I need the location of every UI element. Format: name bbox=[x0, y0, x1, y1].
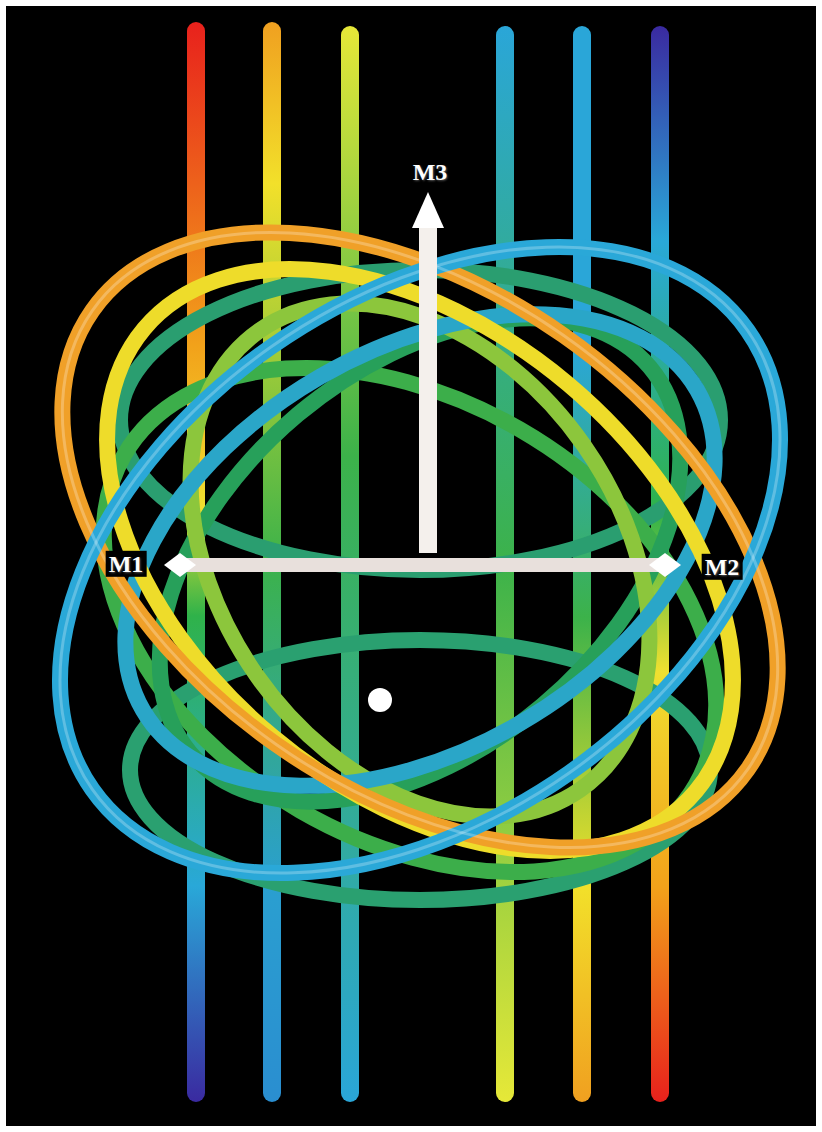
axis-label: M2 bbox=[702, 554, 743, 580]
tube-highlight bbox=[0, 118, 822, 1003]
axis-diamond bbox=[649, 553, 681, 577]
elliptic-tube bbox=[96, 216, 745, 904]
elliptic-tube bbox=[0, 118, 822, 1003]
center-marker bbox=[368, 688, 392, 712]
axis-shaft bbox=[419, 225, 437, 553]
tube-highlight bbox=[0, 106, 822, 974]
elliptic-tubes bbox=[0, 106, 822, 1003]
axes bbox=[164, 192, 681, 712]
axis-diamond bbox=[164, 553, 196, 577]
background-panel bbox=[6, 6, 816, 1126]
axis-label: M1 bbox=[106, 551, 147, 577]
tube-highlights bbox=[0, 106, 822, 1003]
axis-bar bbox=[180, 558, 665, 572]
arrow-head bbox=[412, 192, 444, 228]
axis-label: M3 bbox=[410, 159, 451, 185]
